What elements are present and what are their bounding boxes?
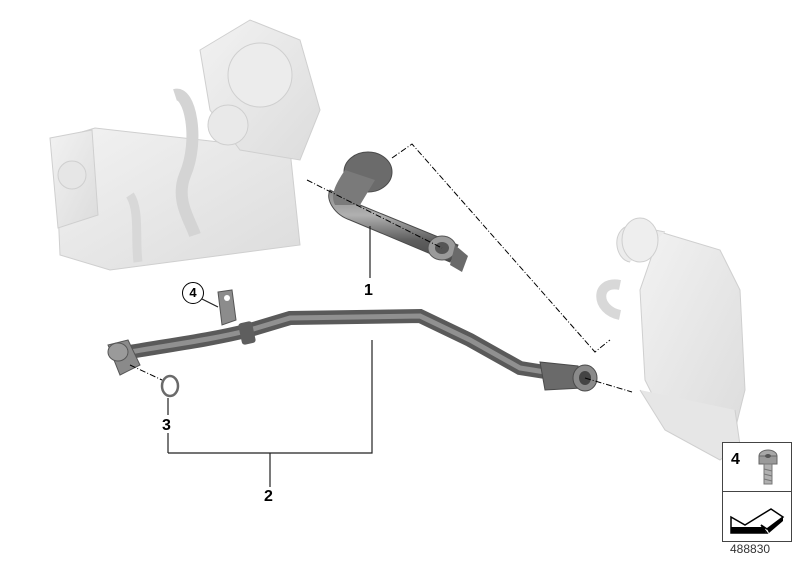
- callout-4-circled[interactable]: 4: [182, 282, 204, 304]
- torx-screw-icon: [758, 449, 778, 485]
- callout-1[interactable]: 1: [364, 282, 373, 299]
- legend-box: 4: [722, 442, 792, 542]
- egr-cooler-context: [596, 217, 746, 461]
- part-2-coolant-pipe: [107, 289, 598, 392]
- egr-module-context: [49, 19, 321, 271]
- legend-divider: [723, 491, 791, 492]
- diagram-id: 488830: [730, 542, 771, 556]
- assembly-lines: [129, 143, 633, 393]
- leader-lines: [167, 226, 373, 487]
- arrow-pointing-left-down-icon: [730, 508, 785, 534]
- legend-item-number: 4: [731, 451, 740, 468]
- callout-3[interactable]: 3: [162, 417, 171, 434]
- part-1-elbow-pipe: [328, 151, 468, 272]
- part-3-o-ring: [160, 374, 180, 398]
- callout-2[interactable]: 2: [264, 488, 273, 505]
